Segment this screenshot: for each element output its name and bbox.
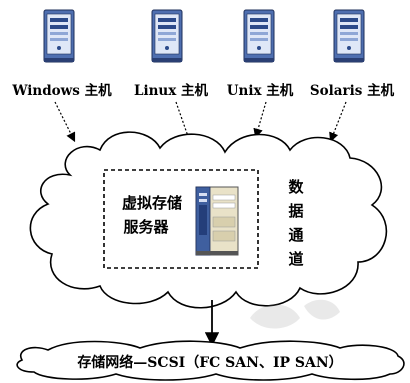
server-tower-icon <box>333 9 365 63</box>
channel-char: 据 <box>288 202 303 220</box>
storage-network-cloud <box>16 340 405 381</box>
host-label: Windows 主机 <box>11 82 112 99</box>
server-group-box <box>103 169 259 269</box>
host-label: Solaris 主机 <box>310 82 395 99</box>
link-arrow <box>175 101 193 145</box>
storage-network-label: 存储网络—SCSI（FC SAN、IP SAN） <box>77 354 342 371</box>
host-unix: Unix 主机 <box>227 9 294 99</box>
link-arrow <box>329 101 347 143</box>
link-arrow <box>253 101 267 139</box>
host-linux: Linux 主机 <box>134 9 208 99</box>
channel-char: 通 <box>288 226 303 244</box>
host-solaris: Solaris 主机 <box>310 9 395 99</box>
watermark-shape <box>250 299 340 329</box>
channel-char: 数 <box>288 178 304 196</box>
server-label-line2: 服务器 <box>123 218 169 236</box>
storage-server-icon <box>195 186 239 256</box>
link-arrow <box>54 101 76 143</box>
server-tower-icon <box>43 9 75 63</box>
host-windows: Windows 主机 <box>11 9 112 99</box>
server-tower-icon <box>243 9 275 63</box>
data-links <box>54 101 347 145</box>
channel-char: 道 <box>288 250 303 268</box>
host-label: Linux 主机 <box>134 82 208 99</box>
server-tower-icon <box>151 9 183 63</box>
host-label: Unix 主机 <box>227 82 294 99</box>
server-label-line1: 虚拟存储 <box>122 194 182 212</box>
